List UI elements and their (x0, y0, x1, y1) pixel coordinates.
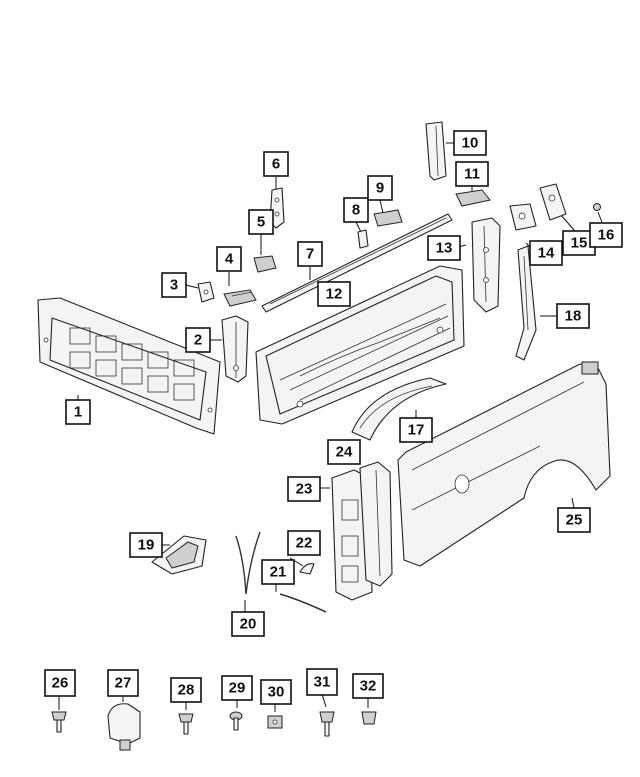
svg-text:11: 11 (464, 166, 480, 183)
part-nut-30 (267, 715, 283, 729)
part-rail-pad-rear (373, 209, 403, 227)
svg-text:32: 32 (360, 678, 377, 695)
part-bolt-31 (319, 711, 335, 737)
part-rail-pad-front (223, 289, 257, 307)
svg-text:17: 17 (408, 422, 425, 439)
callout-1: 1 (65, 399, 91, 425)
part-bolt-28 (178, 713, 194, 735)
part-clip-5 (253, 255, 277, 273)
callout-30: 30 (260, 679, 292, 705)
callout-24: 24 (327, 439, 361, 465)
callout-7: 7 (297, 241, 323, 267)
svg-text:31: 31 (314, 674, 331, 691)
callout-31: 31 (306, 668, 338, 696)
part-rear-side-panel (471, 217, 501, 313)
svg-text:18: 18 (565, 308, 582, 325)
part-clip-22 (299, 563, 315, 575)
svg-text:16: 16 (598, 227, 615, 244)
svg-text:26: 26 (52, 675, 69, 692)
svg-text:13: 13 (436, 240, 453, 257)
callout-6: 6 (263, 151, 289, 177)
svg-text:19: 19 (138, 537, 155, 554)
part-bed-rail (261, 213, 453, 313)
svg-text:22: 22 (296, 535, 313, 552)
part-bracket-14 (509, 203, 537, 231)
part-bracket-8 (357, 229, 369, 249)
part-hitch-box-27 (107, 703, 141, 751)
part-clip-32 (361, 711, 377, 725)
svg-text:21: 21 (270, 564, 287, 581)
svg-text:10: 10 (462, 135, 479, 152)
callout-9: 9 (367, 175, 393, 201)
svg-text:29: 29 (229, 680, 246, 697)
svg-text:4: 4 (225, 251, 234, 268)
callout-20: 20 (231, 611, 265, 637)
svg-text:27: 27 (115, 675, 132, 692)
part-outer-bed-side (397, 361, 611, 567)
part-rod (279, 593, 327, 613)
svg-text:14: 14 (538, 245, 555, 262)
callout-21: 21 (261, 559, 295, 585)
svg-text:15: 15 (571, 235, 588, 252)
svg-text:6: 6 (272, 156, 280, 173)
svg-text:20: 20 (240, 616, 257, 633)
part-corner-post (425, 121, 447, 181)
svg-text:1: 1 (74, 404, 82, 421)
callout-29: 29 (221, 675, 253, 701)
callout-14: 14 (529, 240, 563, 266)
part-mount-bracket (151, 535, 207, 575)
svg-text:12: 12 (326, 286, 343, 303)
callout-32: 32 (352, 673, 384, 699)
callout-27: 27 (107, 669, 139, 697)
part-tailgate (37, 297, 221, 435)
callout-3: 3 (161, 272, 187, 298)
part-hinge-bracket (197, 281, 215, 303)
callout-13: 13 (427, 235, 461, 261)
callout-22: 22 (287, 530, 321, 556)
part-bed-box (255, 265, 465, 425)
svg-text:8: 8 (352, 202, 360, 219)
svg-text:2: 2 (194, 332, 202, 349)
part-cable (235, 531, 261, 595)
part-wheelhouse (351, 377, 447, 441)
callout-2: 2 (185, 327, 211, 353)
callout-12: 12 (317, 281, 351, 307)
part-nut-16 (593, 203, 601, 211)
part-screw-29 (229, 711, 243, 731)
svg-text:5: 5 (257, 214, 265, 231)
part-front-pillar (221, 315, 249, 383)
svg-text:3: 3 (170, 277, 178, 294)
svg-text:25: 25 (566, 512, 583, 529)
callout-28: 28 (170, 677, 202, 703)
callout-17: 17 (399, 417, 433, 443)
svg-text:30: 30 (268, 684, 285, 701)
svg-text:23: 23 (296, 481, 313, 498)
callout-4: 4 (216, 246, 242, 272)
part-side-reinforcement (359, 461, 393, 587)
callout-19: 19 (129, 532, 163, 558)
callout-8: 8 (343, 197, 369, 223)
svg-text:28: 28 (178, 682, 195, 699)
part-bolt-26 (51, 711, 67, 733)
svg-text:9: 9 (376, 180, 384, 197)
callout-10: 10 (453, 130, 487, 156)
callout-26: 26 (44, 669, 76, 697)
callout-16: 16 (589, 222, 623, 248)
svg-text:7: 7 (306, 246, 314, 263)
part-rear-strip (515, 245, 537, 361)
callout-18: 18 (556, 303, 590, 329)
callout-25: 25 (557, 507, 591, 533)
svg-text:24: 24 (336, 444, 353, 461)
callout-11: 11 (455, 161, 489, 187)
part-bracket-15 (539, 183, 567, 221)
callout-23: 23 (287, 476, 321, 502)
callout-5: 5 (248, 209, 274, 235)
part-pad-11 (455, 189, 491, 207)
callouts: 1 2 3 4 5 6 7 8 9 10 11 12 13 14 15 16 1… (44, 130, 623, 705)
